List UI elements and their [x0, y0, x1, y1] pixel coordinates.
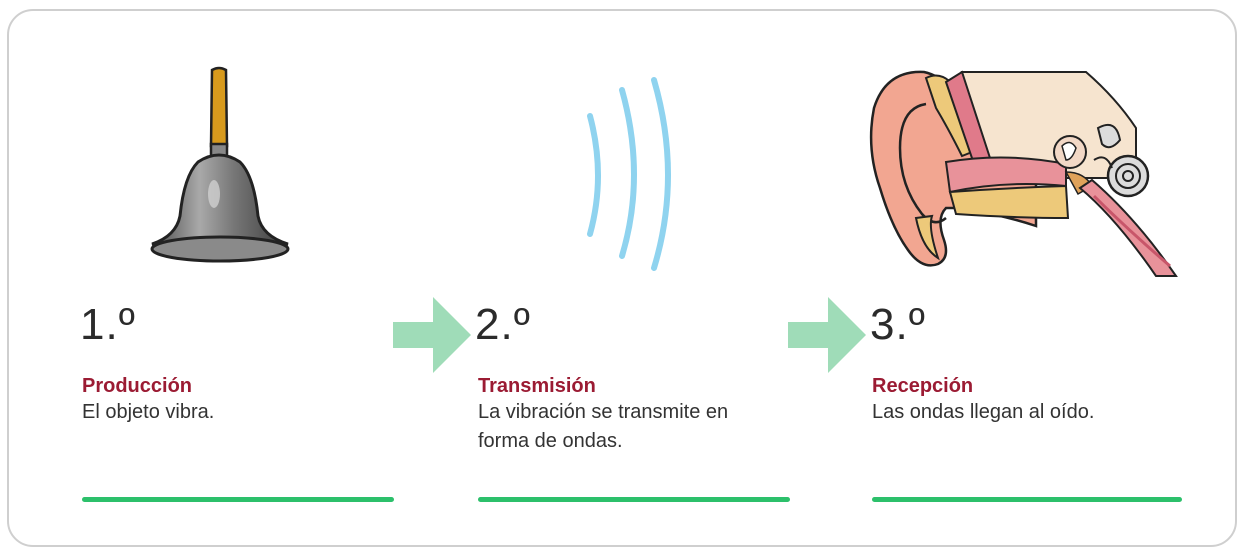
step-3-number: 3.º: [870, 300, 926, 349]
step-3-description: Las ondas llegan al oído.: [872, 401, 1095, 423]
step-3-bar: [872, 497, 1182, 502]
step-2-number: 2.º: [475, 300, 531, 349]
arrow-right-icon: [393, 297, 471, 373]
arrow-right-icon: [788, 297, 866, 373]
step-3-title: Recepción: [872, 375, 974, 397]
step-1-title: Producción: [82, 375, 193, 397]
step-2-bar: [478, 497, 790, 502]
sound-waves-illustration: [587, 77, 671, 271]
step-1-number: 1.º: [80, 300, 136, 349]
step-1-bar: [82, 497, 394, 502]
step-2-title: Transmisión: [478, 375, 596, 397]
bell-illustration: [150, 66, 290, 263]
ear-anatomy-illustration: [869, 70, 1178, 277]
step-2-description: La vibración se transmite en forma de on…: [478, 401, 729, 452]
step-1-description: El objeto vibra.: [82, 401, 215, 423]
